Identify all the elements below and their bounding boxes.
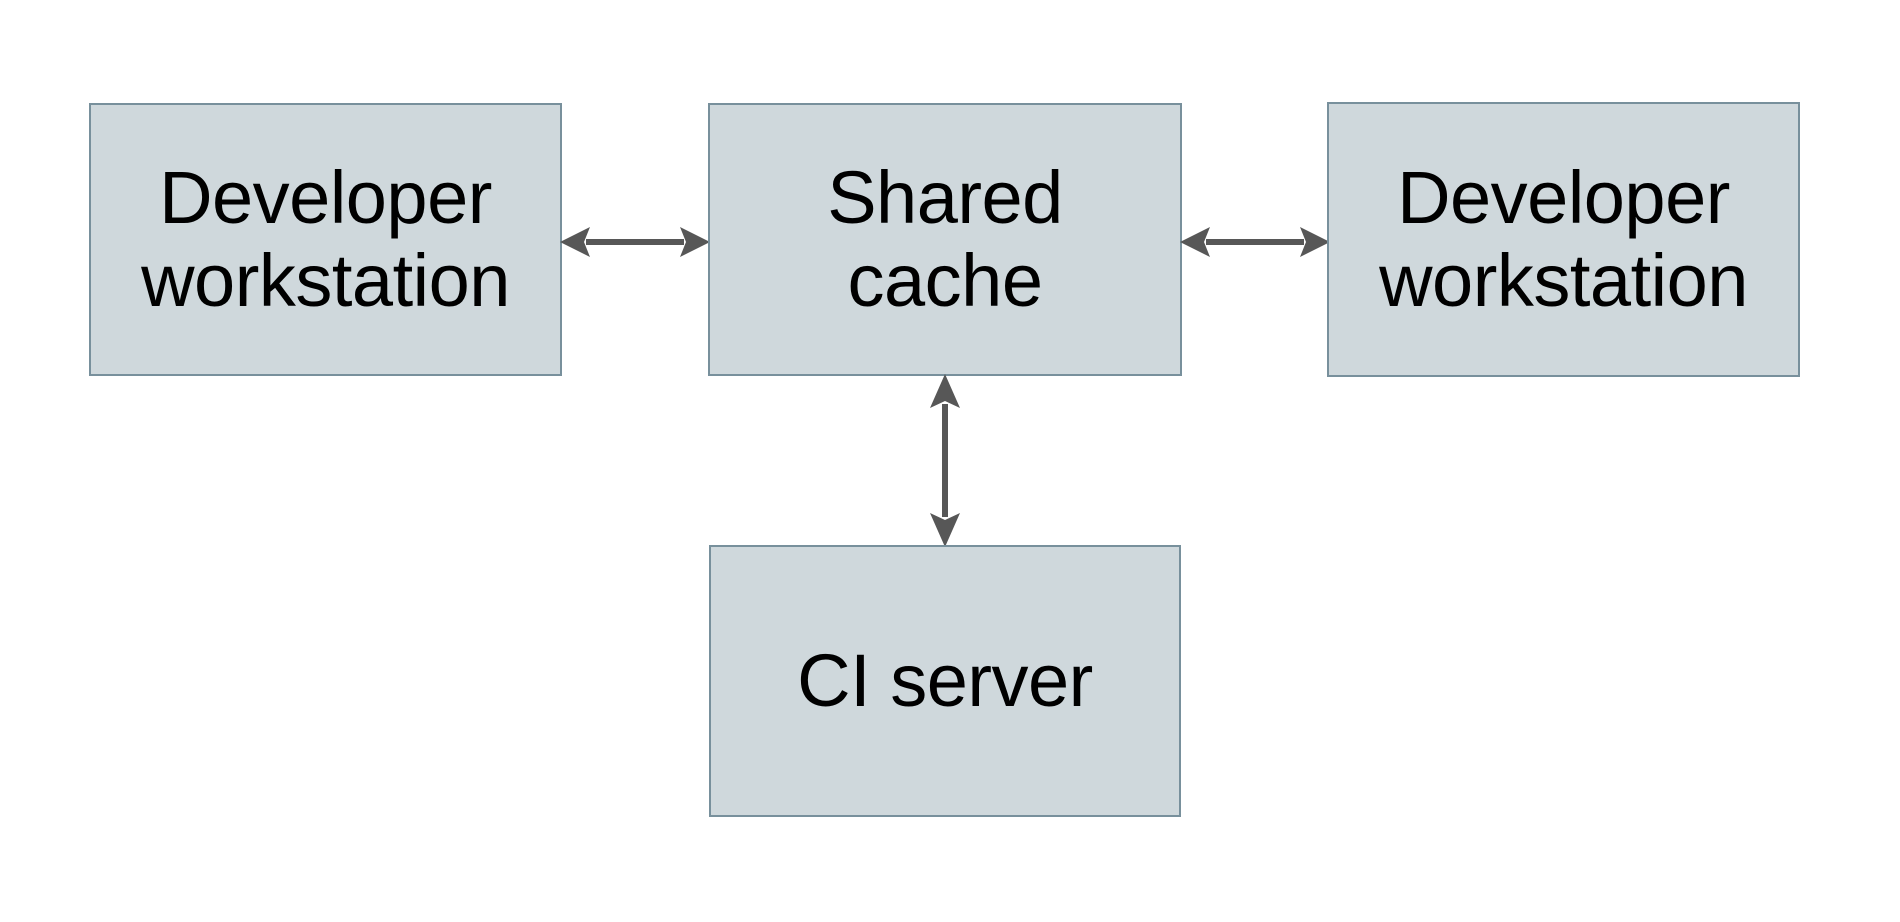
node-label: Developer workstation (1379, 155, 1748, 322)
node-label: Developer workstation (141, 155, 510, 322)
node-ci-server[interactable]: CI server (709, 545, 1181, 817)
double-headed-arrow-icon (1180, 227, 1330, 257)
node-developer-workstation-right[interactable]: Developer workstation (1327, 102, 1800, 377)
node-shared-cache[interactable]: Shared cache (708, 103, 1182, 376)
connector-shared-cache-to-ci-server[interactable] (922, 374, 968, 547)
double-headed-arrow-icon (560, 227, 710, 257)
connector-developer-left-to-shared-cache[interactable] (560, 219, 710, 265)
double-headed-arrow-icon (930, 374, 960, 547)
node-label: CI server (797, 638, 1093, 722)
node-label: Shared cache (827, 155, 1063, 322)
node-developer-workstation-left[interactable]: Developer workstation (89, 103, 562, 376)
connector-shared-cache-to-developer-right[interactable] (1180, 219, 1330, 265)
